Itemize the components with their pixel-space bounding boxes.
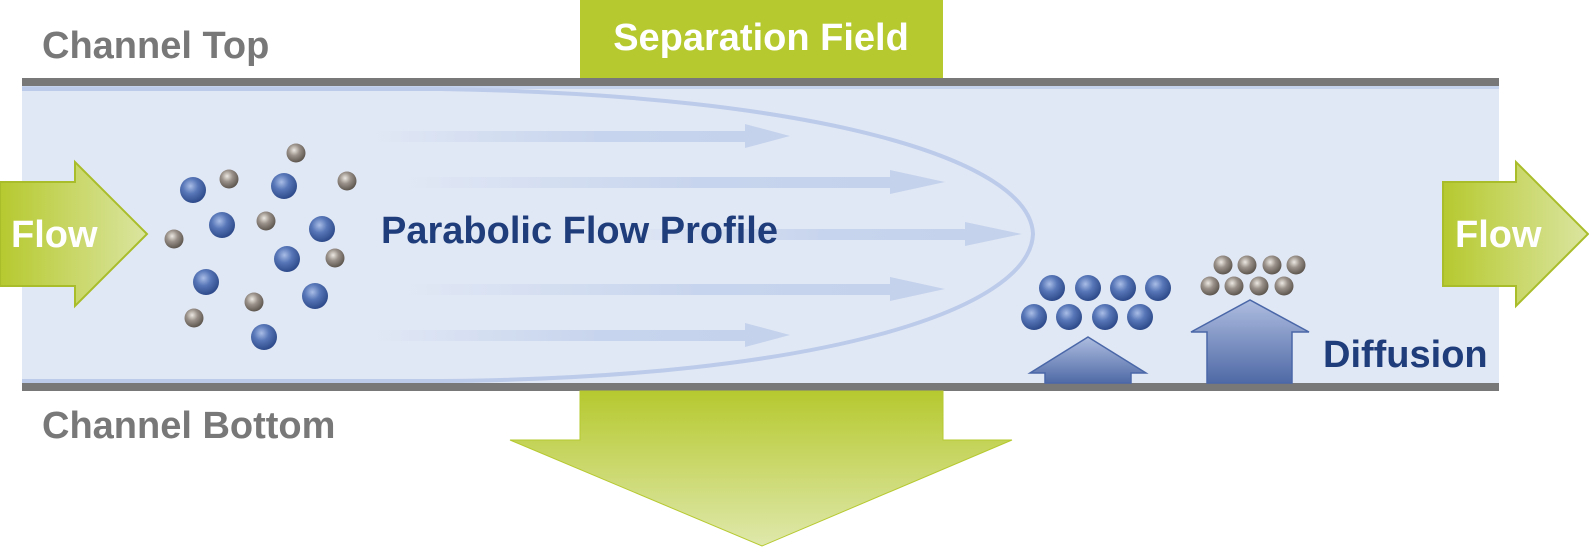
small-particle <box>244 292 264 312</box>
flow-out-arrow: Flow <box>1442 159 1589 309</box>
separation-field-box <box>580 0 943 80</box>
channel-bottom-wall <box>22 383 1499 391</box>
velocity-arrow <box>600 222 1022 246</box>
small-particle <box>256 211 276 231</box>
diffusion-label: Diffusion <box>1323 334 1488 376</box>
small-particle <box>1237 255 1257 275</box>
large-particle <box>1075 275 1101 301</box>
small-particle <box>1213 255 1233 275</box>
small-particle <box>184 308 204 328</box>
small-particle <box>325 248 345 268</box>
channel-top-wall <box>22 78 1499 86</box>
large-particle <box>1039 275 1065 301</box>
small-particle-layer <box>1200 255 1306 296</box>
channel-bottom-label: Channel Bottom <box>42 405 335 447</box>
small-particle <box>1249 276 1269 296</box>
small-particle <box>219 169 239 189</box>
top-wall-shade <box>22 86 1499 89</box>
flow-in-label: Flow <box>11 214 98 256</box>
large-particle <box>1127 304 1153 330</box>
scattered-particles <box>164 143 357 350</box>
small-particle <box>1200 276 1220 296</box>
diffusion-arrow-large <box>1190 299 1310 384</box>
parabolic-flow-profile-label: Parabolic Flow Profile <box>381 210 778 252</box>
velocity-arrow <box>400 170 945 194</box>
channel-top-label: Channel Top <box>42 25 269 67</box>
small-particle <box>286 143 306 163</box>
large-particle-layer <box>1021 275 1171 330</box>
large-particle <box>1110 275 1136 301</box>
velocity-arrow <box>370 124 790 148</box>
small-particle <box>337 171 357 191</box>
large-particle <box>274 246 300 272</box>
large-particle <box>1145 275 1171 301</box>
flow-in-arrow: Flow <box>0 159 149 309</box>
velocity-arrow <box>370 323 790 347</box>
small-particle <box>164 229 184 249</box>
large-particle <box>1056 304 1082 330</box>
flow-out-label: Flow <box>1455 214 1542 256</box>
large-particle <box>309 216 335 242</box>
large-particle <box>180 177 206 203</box>
diffusion-arrow-small <box>1027 336 1149 384</box>
velocity-arrow <box>400 277 945 301</box>
large-particle <box>193 269 219 295</box>
large-particle <box>209 212 235 238</box>
large-particle <box>271 173 297 199</box>
large-particle <box>1092 304 1118 330</box>
separation-field-label: Separation Field <box>613 17 909 59</box>
parabolic-profile-curve <box>22 87 1036 383</box>
small-particle <box>1286 255 1306 275</box>
large-particle <box>1021 304 1047 330</box>
small-particle <box>1224 276 1244 296</box>
large-particle <box>251 324 277 350</box>
small-particle <box>1262 255 1282 275</box>
separation-field-arrow <box>509 390 1013 547</box>
large-particle <box>302 283 328 309</box>
small-particle <box>1274 276 1294 296</box>
flow-velocity-arrows <box>370 124 1022 347</box>
